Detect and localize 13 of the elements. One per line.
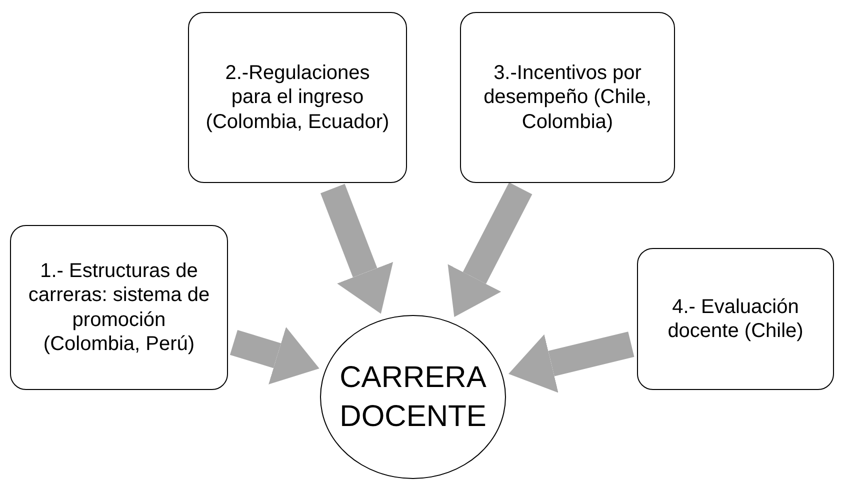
topic-box: [188, 12, 407, 183]
block-arrow: [320, 184, 394, 314]
node-text: 4.- Evaluación docente (Chile): [666, 294, 804, 344]
node-text: CARRERA DOCENTE: [338, 360, 488, 435]
node-text: 1.- Estructuras de carreras: sistema de promoción (Colombia, Perú): [27, 258, 211, 356]
node-text: 3.-Incentivos por desempeño (Chile, Colombia): [482, 60, 652, 134]
topic-box: [10, 225, 228, 390]
block-arrow: [508, 332, 634, 393]
topic-box: [460, 12, 675, 183]
block-arrow: [448, 182, 532, 318]
node-text: 2.-Regulaciones para el ingreso (Colombia, Ecuador): [204, 60, 390, 134]
topic-box: [637, 248, 834, 390]
block-arrow: [230, 326, 320, 384]
